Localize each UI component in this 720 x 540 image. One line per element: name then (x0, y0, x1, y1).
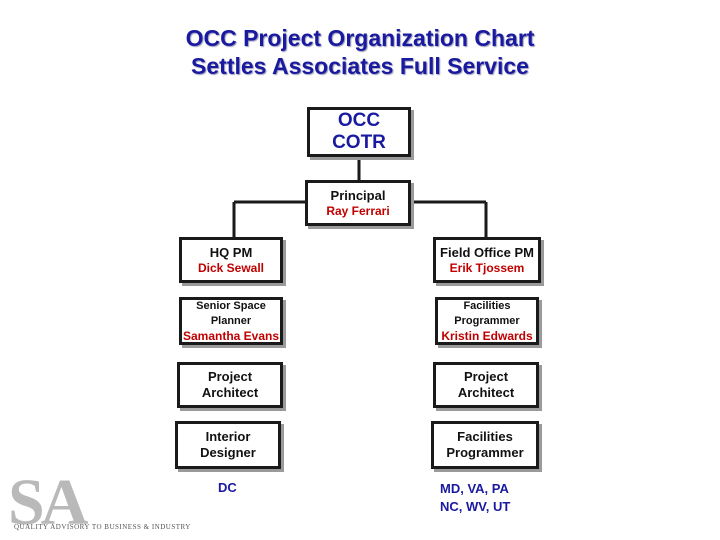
right-architect-line2: Architect (457, 385, 515, 400)
right-location-line2: NC, WV, UT (440, 499, 511, 514)
chart-title-line1: OCC Project Organization Chart (185, 25, 535, 51)
hq-pm-box: HQ PM Dick Sewall (179, 237, 283, 283)
planner-role-line1: Senior Space (196, 299, 266, 312)
principal-role: Principal (330, 187, 386, 203)
fac-programmer-line1: Facilities (457, 429, 513, 444)
right-project-architect-box: Project Architect (433, 362, 539, 408)
principal-name: Ray Ferrari (326, 203, 390, 218)
hq-pm-name: Dick Sewall (197, 260, 265, 275)
programmer-name: Kristin Edwards (441, 328, 533, 343)
designer-line1: Interior (205, 429, 251, 444)
cotr-label: COTR (332, 132, 386, 153)
senior-space-planner-box: Senior Space Planner Samantha Evans (179, 297, 283, 345)
field-office-pm-box: Field Office PM Erik Tjossem (433, 237, 541, 283)
chart-title-line2: Settles Associates Full Service (191, 53, 529, 79)
sa-logo: SA (8, 466, 88, 539)
planner-role-line2: Planner (210, 314, 252, 327)
right-architect-line1: Project (463, 369, 509, 384)
left-location: DC (218, 480, 237, 495)
left-project-architect-box: Project Architect (177, 362, 283, 408)
field-pm-role: Field Office PM (440, 244, 534, 260)
facilities-programmer-box: Facilities Programmer Kristin Edwards (435, 297, 539, 345)
left-architect-line1: Project (207, 369, 253, 384)
right-location-line1: MD, VA, PA (440, 481, 509, 496)
facilities-programmer-bottom-box: Facilities Programmer (431, 421, 539, 469)
left-architect-line2: Architect (201, 385, 259, 400)
principal-box: Principal Ray Ferrari (305, 180, 411, 226)
interior-designer-box: Interior Designer (175, 421, 281, 469)
sa-logo-tagline: QUALITY ADVISORY TO BUSINESS & INDUSTRY (14, 523, 191, 531)
hq-pm-role: HQ PM (209, 244, 253, 260)
designer-line2: Designer (200, 445, 256, 460)
occ-cotr-box: OCC COTR (307, 107, 411, 157)
occ-label: OCC (337, 110, 381, 131)
planner-name: Samantha Evans (182, 328, 280, 343)
field-pm-name: Erik Tjossem (449, 260, 525, 275)
programmer-role-line2: Programmer (454, 314, 520, 327)
programmer-role-line1: Facilities (463, 299, 511, 312)
fac-programmer-line2: Programmer (446, 445, 524, 460)
